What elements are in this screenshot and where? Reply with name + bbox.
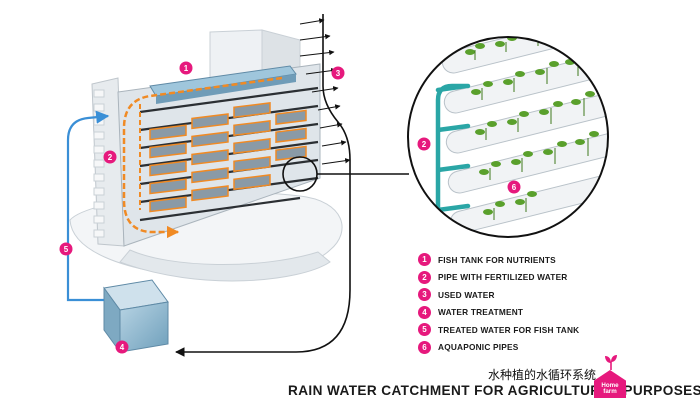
legend: 1 FISH TANK FOR NUTRIENTS 2 PIPE WITH FERTI…	[418, 251, 678, 356]
treated-water-pipe	[66, 110, 110, 302]
callout-badge: 6	[507, 180, 521, 194]
callout-number: 4	[120, 343, 125, 352]
callout-badge: 5	[59, 242, 73, 256]
sprout-icon	[605, 355, 617, 370]
legend-label: FISH TANK FOR NUTRIENTS	[438, 254, 556, 265]
title-chinese: 水种植的水循环系统	[488, 368, 597, 382]
callout-number: 2	[422, 140, 427, 149]
legend-number-badge: 1	[418, 253, 431, 267]
callout-number: 1	[184, 64, 189, 73]
logo-text: Home farm	[597, 382, 623, 396]
legend-item: 6 AQUAPONIC PIPES	[418, 339, 678, 357]
logo-line2: farm	[603, 388, 617, 396]
legend-label: WATER TREATMENT	[438, 307, 524, 318]
callout-badge: 2	[103, 150, 117, 164]
legend-number-badge: 5	[418, 323, 431, 337]
callout-number: 3	[336, 69, 341, 78]
zoom-detail	[408, 37, 608, 237]
zoom-feed-pipe	[435, 83, 471, 237]
callout-badge: 4	[115, 340, 129, 354]
callout-number: 5	[64, 245, 69, 254]
legend-item: 5 TREATED WATER FOR FISH TANK	[418, 321, 678, 339]
legend-item: 1 FISH TANK FOR NUTRIENTS	[418, 251, 678, 269]
fertilized-water-pipe	[122, 76, 283, 239]
legend-item: 3 USED WATER	[418, 286, 678, 304]
legend-number-badge: 3	[418, 288, 431, 302]
legend-item: 4 WATER TREATMENT	[418, 304, 678, 322]
legend-label: AQUAPONIC PIPES	[438, 342, 519, 353]
legend-label: PIPE WITH FERTILIZED WATER	[438, 272, 568, 283]
legend-number-badge: 6	[418, 340, 431, 354]
legend-number-badge: 2	[418, 270, 431, 284]
callout-number: 2	[108, 153, 113, 162]
used-water-pipe	[175, 14, 351, 357]
home-farm-logo: Home farm	[592, 352, 632, 400]
callout-number: 6	[512, 183, 517, 192]
callout-badge: 2	[417, 137, 431, 151]
callout-badge: 1	[179, 61, 193, 75]
legend-label: USED WATER	[438, 289, 495, 300]
callout-badge: 3	[331, 66, 345, 80]
legend-number-badge: 4	[418, 305, 431, 319]
title-english: RAIN WATER CATCHMENT FOR AGRICULTURAL PU…	[288, 383, 700, 398]
zoom-frame-circle	[407, 36, 609, 238]
logo-line1: Home	[601, 382, 619, 389]
water-treatment-tank	[103, 279, 169, 354]
legend-item: 2 PIPE WITH FERTILIZED WATER	[418, 269, 678, 287]
legend-label: TREATED WATER FOR FISH TANK	[438, 324, 580, 335]
